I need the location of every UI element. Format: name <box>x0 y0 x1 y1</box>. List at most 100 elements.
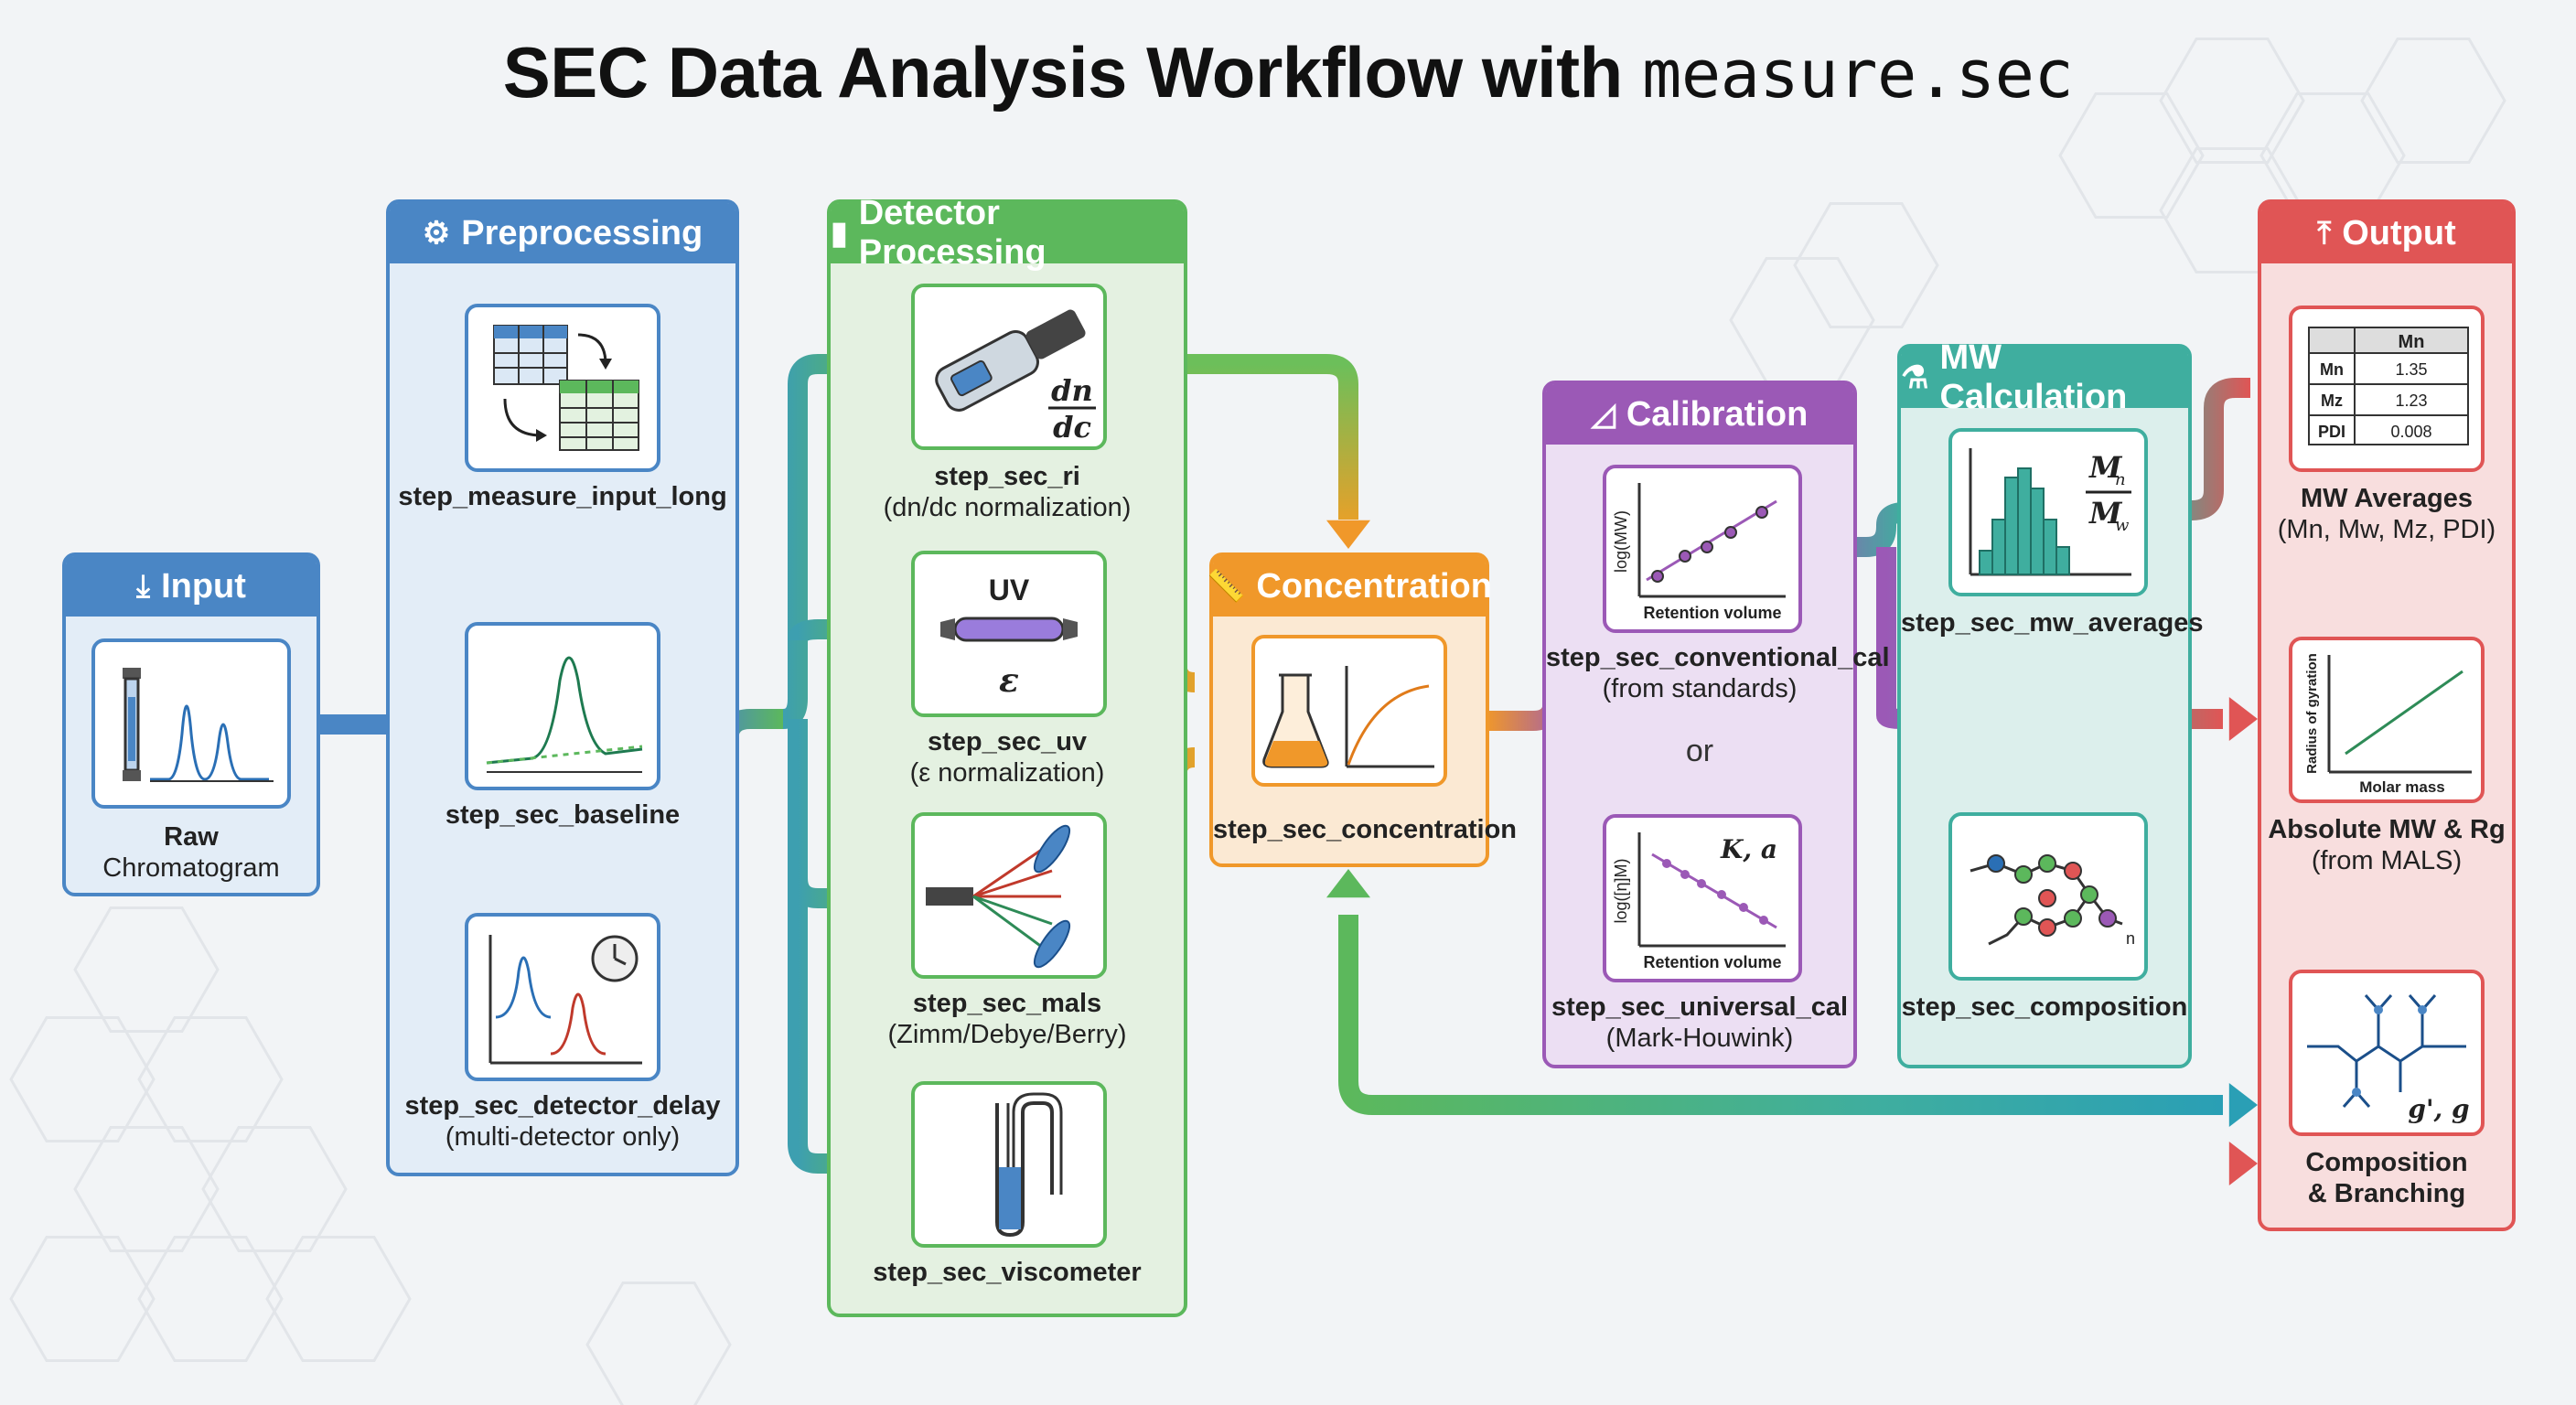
out-comp-title: Composition <box>2305 1148 2468 1177</box>
calibration-panel-header: ◿ Calibration <box>1546 384 1853 445</box>
universal-cal-title: step_sec_universal_cal <box>1551 992 1849 1022</box>
output-panel: ⤒ Output Mn Mn 1.35 Mz 1.23 PDI 0.008 MW… <box>2258 199 2516 1231</box>
uv-title: step_sec_uv <box>927 727 1088 756</box>
absolute-mw-output-card[interactable]: Radius of gyration Molar mass <box>2289 637 2485 803</box>
dn-text: dn <box>1051 373 1093 408</box>
background-hexagon <box>9 1016 156 1142</box>
baseline-title: step_sec_baseline <box>445 800 681 830</box>
mw-histogram-icon: M n M w <box>1969 448 2131 576</box>
mw-sub-text: w <box>2115 516 2130 535</box>
branched-polymer-icon: g', g <box>2307 994 2470 1124</box>
calibration-panel-title: Calibration <box>1626 394 1809 434</box>
mw-table-row-label: PDI <box>2318 423 2345 441</box>
mals-sub: (Zimm/Debye/Berry) <box>887 1020 1127 1049</box>
ruler-icon: 📏 <box>1207 569 1246 604</box>
gear-icon: ⚙ <box>422 216 451 251</box>
flask-curve-icon <box>1262 666 1434 768</box>
mw-averages-label: step_sec_mw_averages <box>1901 607 2204 638</box>
detector-delay-card[interactable] <box>465 913 660 1081</box>
conventional-cal-card[interactable]: log(MW) Retention volume <box>1603 465 1802 633</box>
concentration-card[interactable] <box>1251 635 1447 787</box>
ucal-x-label: Retention volume <box>1643 953 1781 971</box>
g-label-text: g', g <box>2408 1094 2469 1124</box>
composition-title: step_sec_composition <box>1901 992 2188 1022</box>
concentration-label: step_sec_concentration <box>1213 814 1518 845</box>
mw-table-row-label: Mn <box>2320 360 2344 379</box>
uv-card[interactable]: UV ε <box>911 551 1107 717</box>
mals-card[interactable] <box>911 812 1107 979</box>
detector-panel-header: ▮ Detector Processing <box>831 194 1184 272</box>
mw-table-icon: Mn Mn 1.35 Mz 1.23 PDI 0.008 <box>2308 327 2469 445</box>
universal-cal-plot-icon: log([η]M) Retention volume K, a <box>1612 832 1786 971</box>
background-hexagon <box>137 1236 284 1362</box>
conventional-cal-sub: (from standards) <box>1602 674 1798 703</box>
universal-cal-card[interactable]: log([η]M) Retention volume K, a <box>1603 814 1802 982</box>
raw-title: Raw <box>164 822 219 852</box>
composition-card[interactable]: n <box>1948 812 2148 981</box>
mw-calculation-panel: ⚗ MW Calculation M n M w step_sec_mw_ave… <box>1897 338 2204 1068</box>
mw-averages-output-label: MW Averages (Mn, Mw, Mz, PDI) <box>2261 483 2512 545</box>
universal-cal-sub: (Mark-Houwink) <box>1605 1024 1794 1053</box>
table-reshape-icon <box>493 325 639 451</box>
background-hexagon <box>9 1236 156 1362</box>
triangle-ruler-icon: ◿ <box>1591 397 1615 432</box>
detector-panel-title: Detector Processing <box>858 194 1046 272</box>
viscometer-card[interactable] <box>911 1081 1107 1248</box>
calibration-plot-icon: log(MW) Retention volume <box>1612 483 1786 622</box>
mw-table-row-value: 0.008 <box>2390 423 2431 441</box>
raw-chromatogram-card[interactable] <box>91 638 291 809</box>
ri-card[interactable]: dn dc <box>911 284 1107 450</box>
title-code: measure.sec <box>1641 36 2074 113</box>
cal-x-label: Retention volume <box>1643 604 1781 622</box>
n-sub-text: n <box>2126 929 2135 948</box>
page-title: SEC Data Analysis Workflow with measure.… <box>0 31 2576 114</box>
raw-sub: Chromatogram <box>102 853 280 883</box>
preprocessing-panel-title: Preprocessing <box>461 213 703 252</box>
viscometer-label: step_sec_viscometer <box>831 1257 1184 1288</box>
ri-sub: (dn/dc normalization) <box>883 493 1132 522</box>
mw-panel-header: ⚗ MW Calculation <box>1901 338 2188 416</box>
mn-sub-text: n <box>2115 470 2126 489</box>
concentration-panel-header: 📏 Concentration <box>1207 556 1492 617</box>
uv-label: step_sec_uv (ε normalization) <box>831 726 1184 788</box>
universal-cal-label: step_sec_universal_cal (Mark-Houwink) <box>1546 992 1853 1054</box>
mw-table-row-label: Mz <box>2321 391 2343 410</box>
mals-title: step_sec_mals <box>912 989 1102 1018</box>
background-hexagon <box>137 1016 284 1142</box>
detector-delay-label: step_sec_detector_delay (multi-detector … <box>390 1090 735 1153</box>
baseline-label: step_sec_baseline <box>390 799 735 831</box>
mals-label: step_sec_mals (Zimm/Debye/Berry) <box>831 988 1184 1050</box>
ucal-y-label: log([η]M) <box>1612 858 1630 923</box>
composition-output-card[interactable]: g', g <box>2289 970 2485 1136</box>
background-hexagon <box>73 1126 220 1252</box>
background-hexagon <box>2159 38 2305 164</box>
uv-lamp-icon: UV ε <box>940 574 1078 700</box>
input-panel-title: Input <box>161 566 246 606</box>
preprocessing-panel-header: ⚙ Preprocessing <box>390 203 735 263</box>
detector-panel: ▮ Detector Processing dn dc step_sec_ri … <box>827 194 1187 1317</box>
input-panel-header: ⤓ Input <box>66 556 317 617</box>
title-text: SEC Data Analysis Workflow with <box>502 32 1642 113</box>
mw-table-row-value: 1.35 <box>2395 360 2427 379</box>
ka-text: K, a <box>1720 834 1777 864</box>
mw-averages-title: step_sec_mw_averages <box>1901 608 2204 638</box>
input-long-card[interactable] <box>465 304 660 472</box>
output-panel-title: Output <box>2342 213 2456 252</box>
concentration-title: step_sec_concentration <box>1213 815 1518 844</box>
mw-averages-output-card[interactable]: Mn Mn 1.35 Mz 1.23 PDI 0.008 <box>2289 306 2485 472</box>
conventional-cal-label: step_sec_conventional_cal (from standard… <box>1546 642 1890 704</box>
uv-sub: (ε normalization) <box>909 758 1105 788</box>
output-panel-header: ⤒ Output <box>2261 203 2512 263</box>
baseline-card[interactable] <box>465 622 660 790</box>
mw-table-row-value: 1.23 <box>2395 391 2427 410</box>
raw-chromatogram-label: Raw Chromatogram <box>66 821 317 884</box>
mw-averages-card[interactable]: M n M w <box>1948 428 2148 596</box>
out-abs-title: Absolute MW & Rg <box>2268 815 2506 844</box>
mw-text: M <box>2088 496 2123 531</box>
input-long-title: step_measure_input_long <box>398 482 727 511</box>
refractometer-icon: dn dc <box>935 309 1096 445</box>
concentration-panel: 📏 Concentration step_sec_concentration <box>1207 552 1518 867</box>
mw-table-header: Mn <box>2399 332 2425 352</box>
input-panel: ⤓ Input Raw Chromatogram <box>62 552 320 896</box>
